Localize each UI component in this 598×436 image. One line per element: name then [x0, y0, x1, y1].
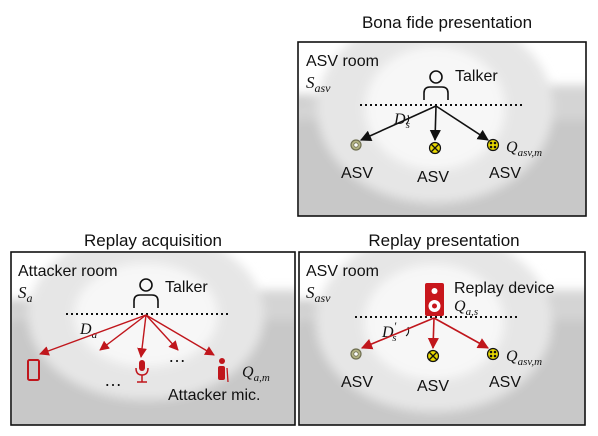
- loudspeaker-icon: [425, 283, 444, 316]
- asv-label: ASV: [417, 169, 449, 186]
- path-arrow: [429, 105, 441, 142]
- ellipsis: …: [104, 370, 122, 390]
- lapel-mic-icon: [218, 358, 229, 383]
- talker-icon: [423, 70, 449, 100]
- room-background: [12, 253, 295, 425]
- path-arrow: [435, 105, 489, 141]
- room-frame: [10, 251, 296, 426]
- mic-symbol: Qasv,m: [506, 348, 542, 368]
- replay-path-arrow: [433, 317, 489, 349]
- room-symbol: Sasv: [306, 283, 331, 305]
- panel-replay-acquisition: Replay acquisition Attacker room Sa Talk…: [10, 231, 296, 426]
- asv-mic-icon: [426, 349, 440, 363]
- asv-mic-icon: [486, 347, 500, 361]
- mic-symbol: Qasv,m: [506, 139, 542, 159]
- device-symbol: Qa,s: [454, 298, 478, 318]
- room-symbol: Sa: [18, 283, 33, 305]
- angle-arc: [405, 114, 410, 125]
- attack-path-arrow: [145, 314, 215, 356]
- room-frame: [298, 251, 586, 426]
- replay-path-arrow: [427, 317, 439, 350]
- room-label: ASV room: [306, 263, 379, 280]
- asv-label: ASV: [417, 378, 449, 395]
- panel-replay-presentation: Replay presentation ASV room Sasv Replay…: [298, 231, 586, 426]
- asv-label: ASV: [489, 165, 521, 182]
- mic-symbol: Qa,m: [242, 364, 270, 384]
- ellipsis: …: [168, 346, 186, 366]
- attack-path-arrow: [145, 314, 179, 351]
- replay-path-arrow: [360, 317, 435, 350]
- asv-mic-icon: [486, 138, 500, 152]
- panel-heading: Replay acquisition: [84, 231, 222, 250]
- asv-label: ASV: [341, 374, 373, 391]
- asv-mic-icon: [428, 141, 442, 155]
- talker-label: Talker: [165, 279, 208, 296]
- room-background: [299, 43, 586, 216]
- panel-heading: Bona fide presentation: [362, 13, 532, 32]
- distance-symbol: Da: [79, 321, 98, 341]
- room-label: Attacker room: [18, 263, 118, 280]
- talker-icon: [133, 278, 159, 308]
- phone-icon: [27, 359, 40, 381]
- microphone-icon: [135, 360, 149, 383]
- path-arrow: [359, 105, 437, 141]
- attack-path-arrow: [137, 314, 147, 358]
- asv-mic-icon: [350, 348, 362, 360]
- attacker-mic-label: Attacker mic.: [168, 387, 260, 404]
- panel-heading: Replay presentation: [368, 231, 519, 250]
- talker-label: Talker: [455, 68, 498, 85]
- attack-path-arrow: [99, 314, 147, 351]
- asv-label: ASV: [341, 165, 373, 182]
- asv-mic-icon: [350, 139, 362, 151]
- room-label: ASV room: [306, 53, 379, 70]
- panel-bona-fide: Bona fide presentation ASV room Sasv Tal…: [297, 13, 587, 217]
- room-frame: [297, 41, 587, 217]
- asv-label: ASV: [489, 374, 521, 391]
- room-symbol: Sasv: [306, 73, 331, 95]
- replay-device-label: Replay device: [454, 280, 555, 297]
- attack-path-arrow: [39, 314, 147, 356]
